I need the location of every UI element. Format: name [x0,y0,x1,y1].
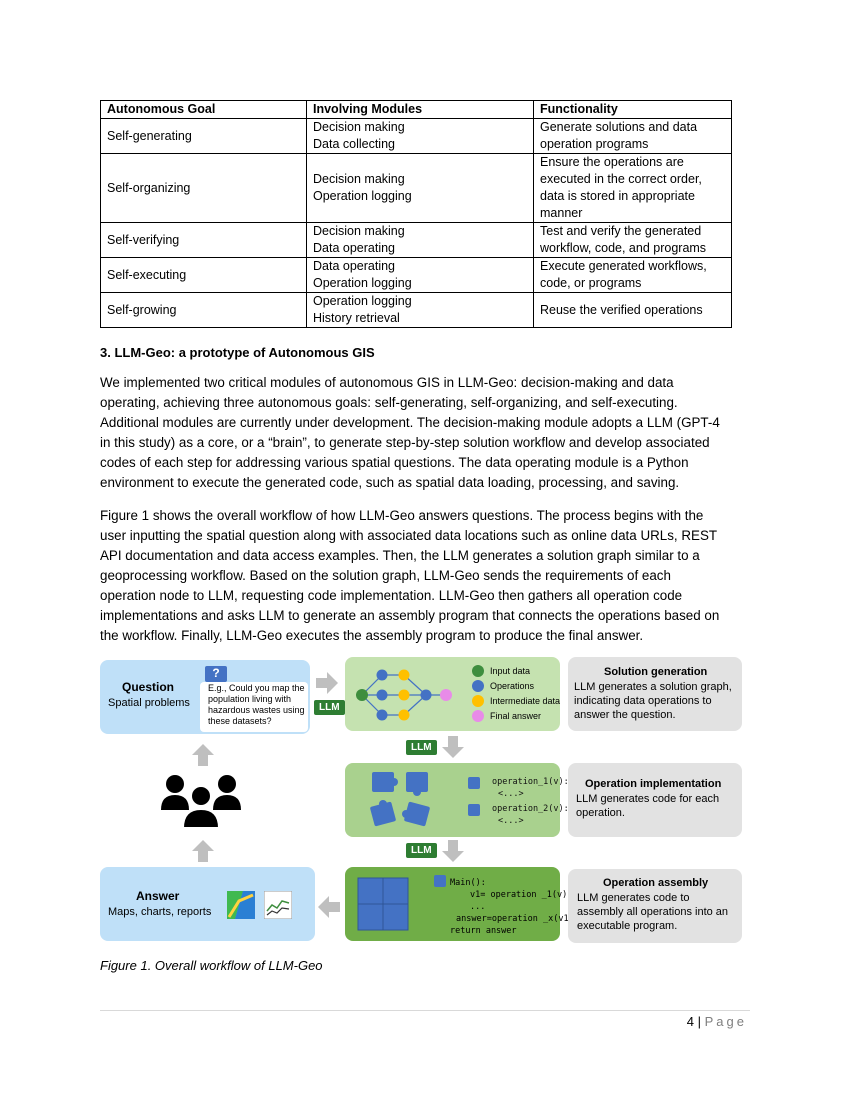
goal-cell: Self-executing [100,257,307,293]
question-example: E.g., Could you map the population livin… [208,683,305,726]
paragraph-2: Figure 1 shows the overall workflow of h… [100,508,720,643]
impl-title: Operation implementation [585,778,722,790]
table-row: Self-verifying Decision making Data oper… [100,222,732,258]
functionality-cell: Reuse the verified operations [533,292,732,328]
header-modules: Involving Modules [306,100,534,119]
puzzle-icon [434,875,446,887]
arrow-up-icon [192,840,214,862]
solution-desc-box [568,657,742,731]
solution-desc: LLM generates a solution graph, indicati… [574,681,732,721]
legend-final: Final answer [472,710,541,722]
assembly-desc-box [568,869,742,943]
arrow-down-icon [442,736,464,758]
table-row: Self-generating Decision making Data col… [100,118,732,154]
question-mark-icon: ? [205,666,227,682]
answer-subtitle: Maps, charts, reports [108,906,212,918]
puzzle-pieces-icon [370,772,430,827]
modules-cell: Operation logging History retrieval [306,292,534,328]
question-bubble [200,682,308,732]
goal-cell: Self-growing [100,292,307,328]
legend-intermediate: Intermediate data [472,695,560,707]
table-row: Self-organizing Decision making Operatio… [100,153,732,223]
answer-title: Answer [136,889,180,903]
arrow-down-icon [442,840,464,862]
paragraph-1: We implemented two critical modules of a… [100,375,720,490]
footer-divider [100,1010,750,1011]
puzzle-icon [468,777,480,789]
assembly-desc: LLM generates code to assembly all opera… [577,892,729,932]
map-icon [227,891,255,919]
header-functionality: Functionality [533,100,732,119]
table-row: Self-growing Operation logging History r… [100,292,732,328]
arrow-left-icon [318,896,340,918]
modules-cell: Decision making Data operating [306,222,534,258]
llm-tag: LLM [314,700,345,715]
impl-desc: LLM generates code for each operation. [576,793,720,819]
operation-code: operation_1(v): <...> operation_2(v): <.… [492,777,569,826]
arrow-up-icon [192,744,214,766]
chart-icon [264,891,292,919]
puzzle-icon [468,804,480,816]
figure-caption: Figure 1. Overall workflow of LLM-Geo [100,958,323,973]
page-number: 4 | Page [686,1014,747,1029]
assembled-puzzle-icon [357,877,409,931]
goal-cell: Self-verifying [100,222,307,258]
question-subtitle: Spatial problems [108,697,190,709]
modules-cell: Decision making Operation logging [306,153,534,223]
functionality-cell: Test and verify the generated workflow, … [533,222,732,258]
table-header-row: Autonomous Goal Involving Modules Functi… [100,100,732,119]
question-title: Question [122,680,175,694]
functionality-cell: Execute generated workflows, code, or pr… [533,257,732,293]
solution-graph-icon [356,669,452,721]
solution-title: Solution generation [604,666,708,678]
llm-tag: LLM [406,740,437,755]
header-goal: Autonomous Goal [100,100,307,119]
users-icon [161,775,241,828]
goal-cell: Self-organizing [100,153,307,223]
section-heading: 3. LLM-Geo: a prototype of Autonomous GI… [100,345,375,360]
table-row: Self-executing Data operating Operation … [100,257,732,293]
arrow-right-icon [316,672,338,694]
functionality-cell: Generate solutions and data operation pr… [533,118,732,154]
llm-tag: LLM [406,843,437,858]
legend-input: Input data [472,665,530,677]
modules-cell: Data operating Operation logging [306,257,534,293]
functionality-cell: Ensure the operations are executed in th… [533,153,732,223]
legend-operations: Operations [472,680,534,692]
goal-cell: Self-generating [100,118,307,154]
assembly-code: Main(): v1= operation _1(v) ... answer=o… [450,878,590,936]
assembly-title: Operation assembly [603,877,709,889]
impl-desc-box [568,763,742,837]
autonomous-goals-table: Autonomous Goal Involving Modules Functi… [100,100,732,328]
modules-cell: Decision making Data collecting [306,118,534,154]
